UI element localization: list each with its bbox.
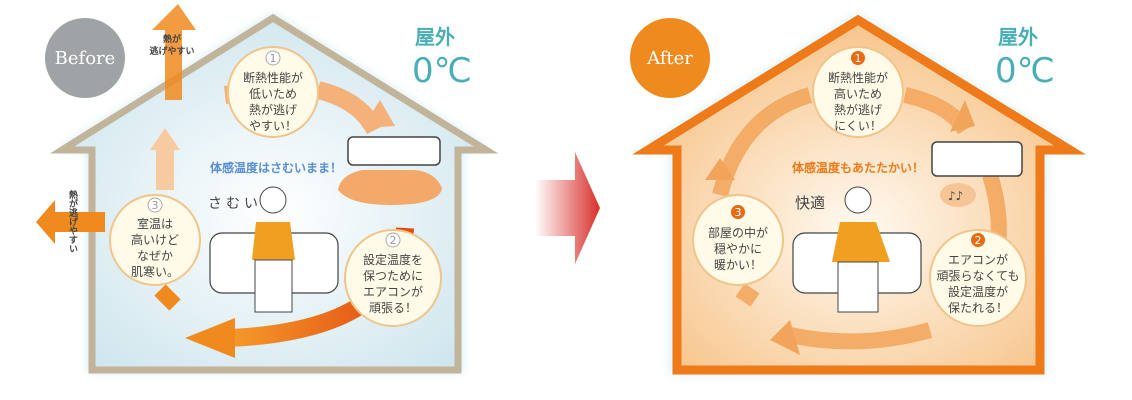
after-step3-text: 部屋の中が 穏やかに 暖かい！ (708, 225, 768, 272)
after-person-on-sofa (792, 186, 922, 313)
before-step3-text: 室温は 高いけど なぜか 肌寒い。 (131, 216, 179, 279)
svg-text:熱が逃げ: 熱が逃げ (834, 102, 882, 117)
svg-text:にくい！: にくい！ (834, 119, 882, 133)
svg-text:部屋の中が: 部屋の中が (708, 225, 768, 240)
before-step3-bubble (109, 194, 201, 286)
after-outside-temp: 0℃ (995, 51, 1055, 91)
after-step3-bubble (692, 194, 784, 286)
svg-text:エアコンが: エアコンが (948, 252, 1008, 267)
after-outside-label: 屋外 (998, 25, 1038, 49)
svg-text:高いため: 高いため (834, 86, 882, 101)
svg-text:穏やかに: 穏やかに (714, 242, 762, 256)
after-step3-number: 3 (735, 206, 742, 219)
wall-escape-arrow (36, 200, 105, 244)
before-voice: さむい (208, 196, 262, 212)
after-voice: 快適 (795, 194, 825, 212)
svg-text:設定温度を: 設定温度を (363, 252, 423, 267)
before-step1-number: 1 (270, 52, 277, 65)
music-notes: ♪♪ (948, 189, 963, 203)
roof-escape-arrow (152, 4, 196, 100)
before-outside-label: 屋外 (415, 25, 455, 49)
svg-text:設定温度が: 設定温度が (948, 284, 1008, 299)
svg-text:エアコンが: エアコンが (363, 284, 423, 299)
before-step1-text: 断熱性能が 低いため 熱が逃げ やすい！ (243, 70, 303, 133)
svg-text:保つために: 保つために (363, 269, 423, 283)
svg-text:断熱性能が: 断熱性能が (243, 70, 303, 85)
svg-text:暖かい！: 暖かい！ (714, 258, 762, 272)
hot-air-cloud (338, 170, 442, 205)
svg-text:室温は: 室温は (137, 216, 173, 231)
svg-text:熱が逃げ: 熱が逃げ (249, 102, 297, 117)
before-feeling: 体感温度はさむいまま！ (210, 160, 342, 175)
after-step2-number: 2 (975, 234, 982, 247)
svg-text:断熱性能が: 断熱性能が (828, 70, 888, 85)
svg-text:高いけど: 高いけど (131, 232, 179, 247)
after-step2-text: エアコンが 頑張らなくても 設定温度が 保たれる！ (936, 252, 1019, 315)
after-step1-text: 断熱性能が 高いため 熱が逃げ にくい！ (828, 70, 888, 133)
svg-text:低いため: 低いため (249, 87, 297, 101)
wall-escape-label: 熱が逃げやすい (67, 189, 78, 253)
svg-text:頑張る！: 頑張る！ (369, 301, 417, 315)
before-air-conditioner (338, 136, 442, 205)
roof-escape-line2: 逃げやすい (149, 45, 194, 57)
before-step3-number: 3 (152, 199, 159, 212)
svg-text:なぜか: なぜか (137, 249, 173, 263)
after-badge: After (646, 48, 693, 69)
before-person-on-sofa (209, 186, 339, 313)
after-feeling: 体感温度もあたたかい！ (792, 160, 924, 175)
before-step2-number: 2 (390, 234, 397, 247)
before-step1-bubble (227, 46, 319, 138)
before-outside-temp: 0℃ (412, 51, 472, 91)
svg-text:やすい！: やすい！ (249, 119, 297, 133)
before-step2-bubble (344, 229, 442, 327)
transition-arrow (535, 152, 600, 264)
after-step1-number: 1 (855, 52, 862, 65)
svg-text:保たれる！: 保たれる！ (948, 301, 1008, 315)
roof-escape-line1: 熱が (163, 33, 182, 45)
svg-text:頑張らなくても: 頑張らなくても (936, 269, 1019, 283)
after-air-conditioner (931, 141, 1023, 207)
before-badge: Before (55, 48, 116, 69)
before-step2-text: 設定温度を 保つために エアコンが 頑張る！ (363, 252, 423, 315)
svg-text:肌寒い。: 肌寒い。 (131, 264, 179, 279)
before-badge-circle (45, 18, 125, 98)
after-badge-circle (630, 18, 710, 98)
after-step2-bubble (929, 229, 1027, 327)
after-step1-bubble (812, 46, 904, 138)
